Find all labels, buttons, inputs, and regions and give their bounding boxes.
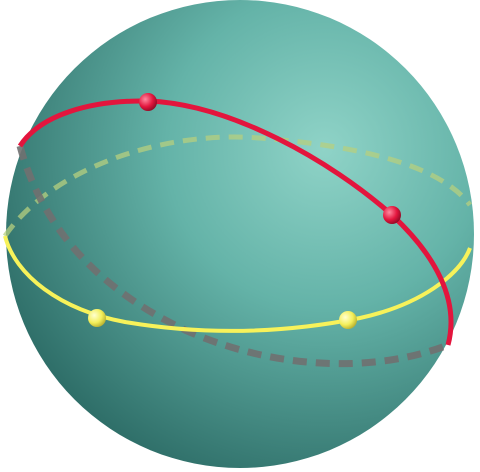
red-point-top xyxy=(139,93,157,111)
yellow-great-circle-hidden-arc xyxy=(2,134,472,238)
yellow-point-left xyxy=(88,309,106,327)
yellow-point-right xyxy=(339,311,357,329)
sphere xyxy=(6,0,474,468)
red-great-circle-front-arc xyxy=(17,98,454,346)
red-point-right xyxy=(383,206,401,224)
yellow-great-circle-front-arc xyxy=(3,235,472,333)
